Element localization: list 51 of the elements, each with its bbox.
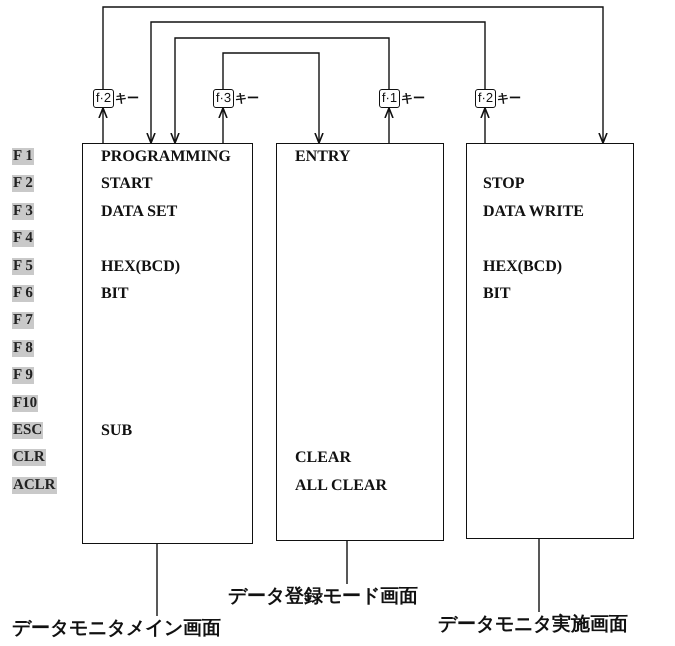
leader-line <box>538 539 540 612</box>
menu-item: SUB <box>101 421 132 441</box>
menu-item: CLEAR <box>295 448 352 468</box>
key-badge: f·1 <box>379 89 400 108</box>
menu-item: STOP <box>483 174 524 194</box>
menu-item: ENTRY <box>295 147 350 167</box>
function-key-label: CLR <box>12 449 46 466</box>
function-key-label: F10 <box>12 394 38 412</box>
menu-item: HEX(BCD) <box>483 256 562 277</box>
key-badge: f·2 <box>475 89 496 108</box>
arrow <box>170 37 390 144</box>
function-key-label: F 2 <box>12 175 34 192</box>
menu-item: BIT <box>483 284 511 304</box>
key-badge: f·2 <box>93 89 114 108</box>
function-key-label: F 9 <box>12 367 34 384</box>
leader-line <box>156 544 158 616</box>
arrow <box>222 52 324 144</box>
function-key-label: F 3 <box>12 202 34 220</box>
key-label: キー <box>235 90 259 107</box>
key-badge: f·3 <box>213 89 234 108</box>
menu-item: PROGRAMMING <box>101 147 231 167</box>
screen-caption: データモニタ実施画面 <box>438 612 674 638</box>
arrow <box>384 107 394 143</box>
screen-caption: データモニタメイン画面 <box>12 616 282 642</box>
arrow <box>146 21 486 144</box>
key-label: キー <box>497 90 521 107</box>
function-key-label: F 5 <box>12 258 34 275</box>
screen-panel <box>276 143 444 541</box>
arrow <box>480 107 490 143</box>
arrow <box>98 107 108 143</box>
menu-item: DATA WRITE <box>483 202 584 222</box>
screen-panel <box>466 143 634 539</box>
function-key-label: F 8 <box>12 340 34 357</box>
menu-item: DATA SET <box>101 202 178 222</box>
arrow <box>218 107 228 143</box>
menu-item: START <box>101 174 153 194</box>
screen-caption: データ登録モード画面 <box>228 584 468 610</box>
function-key-label: F 1 <box>12 148 34 165</box>
menu-item: BIT <box>101 284 129 304</box>
function-key-label: ESC <box>12 422 44 439</box>
function-key-label: F 4 <box>12 230 34 248</box>
leader-line <box>346 541 348 584</box>
key-label: キー <box>115 90 139 107</box>
arrow <box>102 6 608 144</box>
menu-item: HEX(BCD) <box>101 256 180 277</box>
function-key-label: F 6 <box>12 285 34 302</box>
key-label: キー <box>401 90 425 107</box>
screen-panel <box>82 143 253 544</box>
function-key-label: ACLR <box>12 476 57 494</box>
menu-item: ALL CLEAR <box>295 476 388 496</box>
function-key-label: F 7 <box>12 312 34 330</box>
